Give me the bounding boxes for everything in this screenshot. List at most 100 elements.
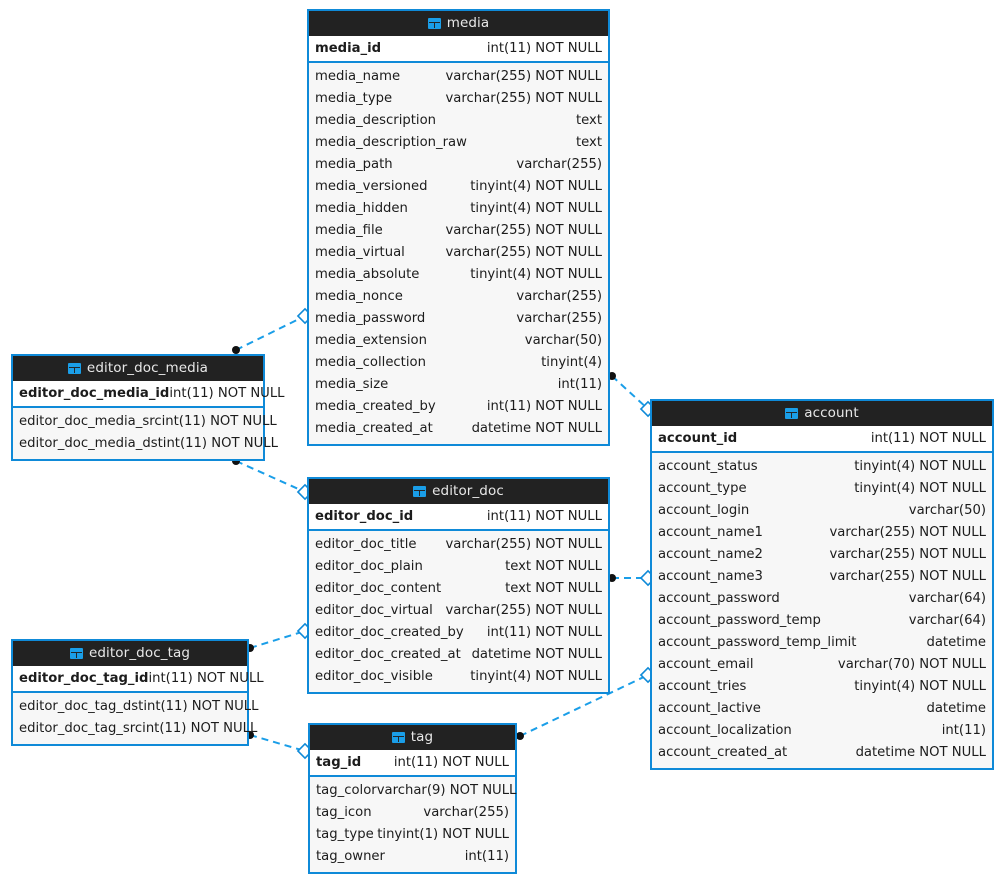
table-icon [785, 408, 799, 419]
column-name: editor_doc_visible [315, 669, 433, 684]
column-name: account_type [658, 481, 747, 496]
column-type: tinyint(1) NOT NULL [377, 827, 509, 842]
column-name: tag_type [316, 827, 374, 842]
column-name: media_id [315, 41, 382, 56]
column-type: varchar(255) [516, 289, 602, 304]
column-type: int(11) NOT NULL [393, 755, 509, 770]
relation-editor_doc_media-to-editor_doc[interactable] [232, 457, 314, 501]
column-name: tag_icon [316, 805, 372, 820]
column-type: varchar(70) NOT NULL [837, 657, 986, 672]
column-name: editor_doc_plain [315, 559, 423, 574]
relation-line [249, 734, 306, 752]
entity-header-editor_doc_media[interactable]: editor_doc_media [13, 356, 263, 381]
column-name: account_password [658, 591, 780, 606]
entity-header-tag[interactable]: tag [310, 725, 515, 750]
column-type: tinyint(4) NOT NULL [854, 459, 986, 474]
relation-editor_doc-to-account[interactable] [608, 569, 657, 587]
relation-editor_doc_media-to-media[interactable] [232, 307, 314, 354]
entity-title: editor_doc_media [86, 360, 209, 376]
entity-header-editor_doc[interactable]: editor_doc [309, 479, 608, 504]
column-type: int(11) NOT NULL [161, 414, 277, 429]
table-icon [413, 486, 427, 497]
column-name: media_password [315, 311, 426, 326]
column-type: varchar(255) NOT NULL [445, 69, 603, 84]
column-type: text [575, 135, 602, 150]
column-type: varchar(64) [908, 613, 986, 628]
column-name: account_localization [658, 723, 792, 738]
relation-editor_doc_tag-to-editor_doc[interactable] [246, 622, 314, 652]
relation-media-to-account[interactable] [608, 372, 657, 418]
column-name: account_name2 [658, 547, 763, 562]
relation-line [235, 460, 306, 493]
entity-header-account[interactable]: account [652, 401, 992, 426]
column-name: media_path [315, 157, 393, 172]
column-name: editor_doc_title [315, 537, 417, 552]
column-name: account_password_temp_limit [658, 635, 857, 650]
entity-header-editor_doc_tag[interactable]: editor_doc_tag [13, 641, 247, 666]
column-name: media_size [315, 377, 389, 392]
entity-header-media[interactable]: media [309, 11, 608, 36]
column-type: datetime NOT NULL [855, 745, 986, 760]
